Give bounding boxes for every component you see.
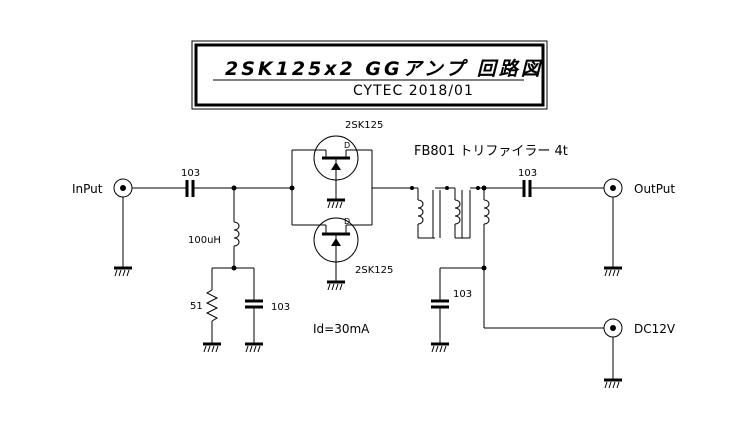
ground-input [114,197,132,277]
inductor-100uh [233,221,240,247]
title-subtitle: CYTEC 2018/01 [353,83,474,99]
input-connector [113,178,133,198]
input-label: InPut [72,182,103,196]
jfet-top: D [313,135,359,209]
jfet-top-label: 2SK125 [345,120,383,131]
svg-text:D: D [344,217,350,226]
svg-text:D: D [344,141,350,150]
ground-shunt-right [431,342,449,353]
resistor-label: 51 [190,301,203,312]
title-block: 2SK125x2 GGアンプ 回路図 CYTEC 2018/01 [191,40,548,110]
ground-output [604,197,622,277]
ground-shunt-left [245,342,263,353]
input-capacitor [185,180,195,197]
ground-dc [604,337,622,389]
dc-connector [603,318,623,338]
resistor-51 [205,289,219,322]
ground-resistor [203,342,221,353]
input-capacitor-label: 103 [181,168,200,179]
shunt-capacitor-right [431,299,449,309]
jfet-bottom: D [313,217,359,291]
transformer-label: FB801 トリファイラー 4t [414,144,568,159]
shunt-capacitor-left [245,299,263,309]
trifilar-transformer [410,186,490,268]
output-label: OutPut [634,182,675,196]
output-capacitor-label: 103 [518,168,537,179]
shunt-capacitor-left-label: 103 [271,302,290,313]
shunt-capacitor-right-label: 103 [453,289,472,300]
dc-label: DC12V [634,322,676,336]
output-capacitor [522,180,532,197]
output-connector [603,178,623,198]
inductor-label: 100uH [188,235,221,246]
bias-current-note: Id=30mA [313,322,370,336]
title-main: 2SK125x2 GGアンプ 回路図 [225,58,543,80]
jfet-bottom-label: 2SK125 [355,265,393,276]
